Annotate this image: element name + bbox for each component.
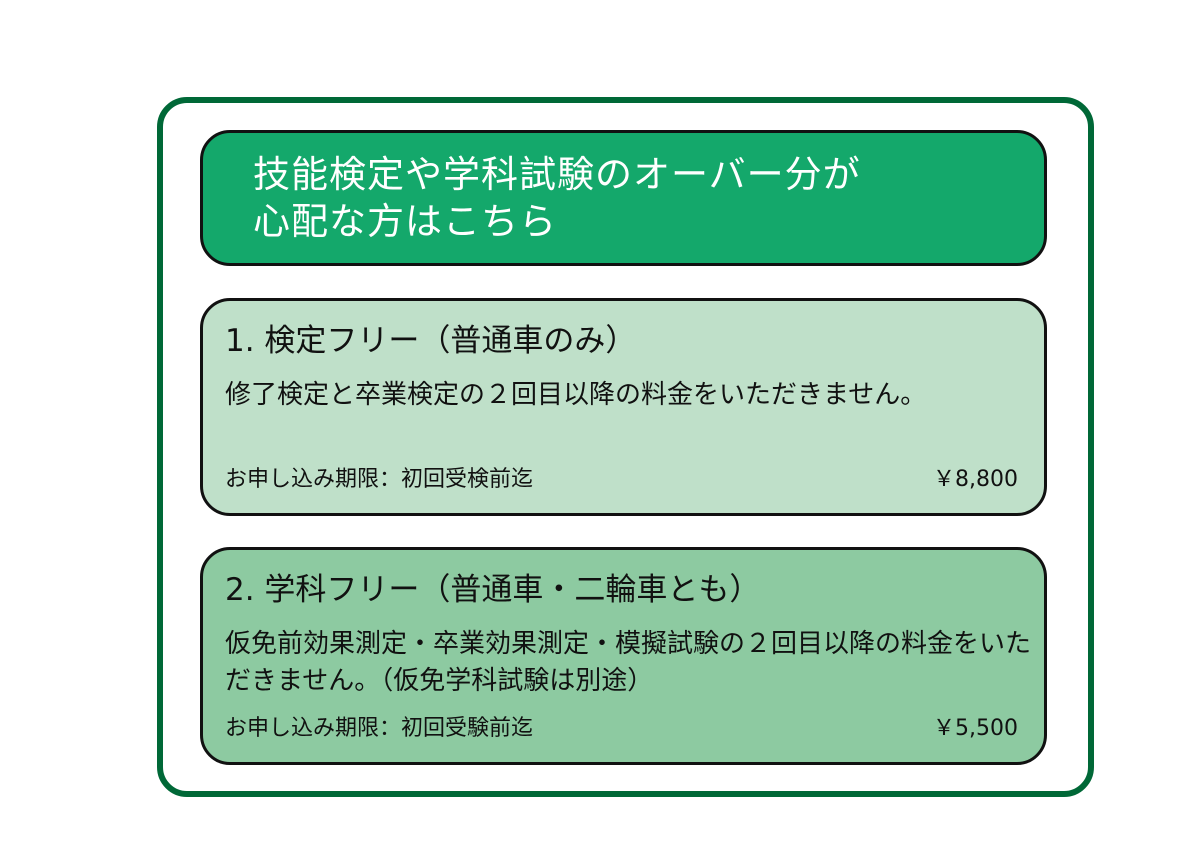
- plan-title: 1. 検定フリー（普通車のみ）: [225, 323, 637, 359]
- plan-deadline: お申し込み期限：初回受験前迄: [225, 716, 534, 741]
- plan-card-exam-free: 1. 検定フリー（普通車のみ） 修了検定と卒業検定の２回目以降の料金をいただきま…: [200, 298, 1047, 516]
- outer-frame: [157, 97, 1094, 797]
- plan-description: 修了検定と卒業検定の２回目以降の料金をいただきません。: [225, 380, 927, 410]
- plan-card-theory-free: 2. 学科フリー（普通車・二輪車とも） 仮免前効果測定・卒業効果測定・模擬試験の…: [200, 547, 1047, 765]
- plan-price: ￥5,500: [933, 716, 1018, 741]
- header-title: 技能検定や学科試験のオーバー分が 心配な方はこちら: [253, 151, 861, 245]
- plan-title: 2. 学科フリー（普通車・二輪車とも）: [225, 572, 761, 608]
- header-title-line2: 心配な方はこちら: [253, 200, 557, 243]
- plan-description: 仮免前効果測定・卒業効果測定・模擬試験の２回目以降の料金をいただきません。（仮免…: [225, 629, 1032, 696]
- plan-price: ￥8,800: [933, 467, 1018, 492]
- header-title-line1: 技能検定や学科試験のオーバー分が: [253, 153, 861, 196]
- plan-deadline: お申し込み期限：初回受検前迄: [225, 467, 534, 492]
- header-banner: 技能検定や学科試験のオーバー分が 心配な方はこちら: [200, 130, 1047, 266]
